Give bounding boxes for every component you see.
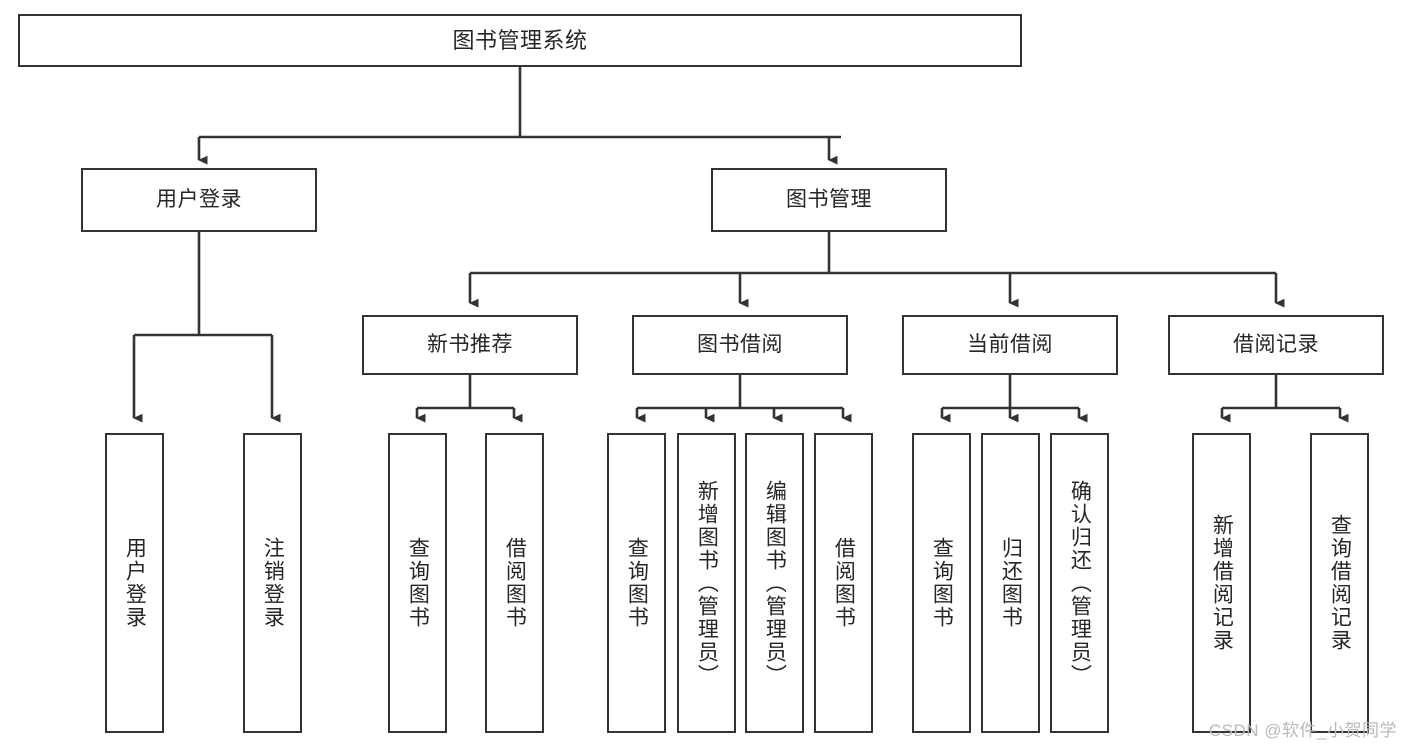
node-book-management-label: 图书管理 <box>786 187 872 211</box>
leaf-current-borrow-return[interactable]: 归还图书 <box>981 433 1040 733</box>
leaf-book-borrow-edit[interactable]: 编辑图书（管理员） <box>745 433 804 733</box>
leaf-label: 确认归还（管理员） <box>1068 479 1092 687</box>
leaf-user-login-login[interactable]: 用户登录 <box>105 433 164 733</box>
leaf-book-borrow-query[interactable]: 查询图书 <box>607 433 666 733</box>
node-borrow-record-label: 借阅记录 <box>1233 332 1319 356</box>
leaf-label: 用户登录 <box>123 537 147 629</box>
leaf-book-borrow-borrow[interactable]: 借阅图书 <box>814 433 873 733</box>
leaf-new-book-borrow[interactable]: 借阅图书 <box>485 433 544 733</box>
node-current-borrow[interactable]: 当前借阅 <box>902 315 1118 375</box>
leaf-label: 新增借阅记录 <box>1210 514 1234 652</box>
leaf-label: 借阅图书 <box>503 537 527 629</box>
leaf-user-login-logout[interactable]: 注销登录 <box>243 433 302 733</box>
leaf-label: 编辑图书（管理员） <box>763 479 787 687</box>
node-current-borrow-label: 当前借阅 <box>967 332 1053 356</box>
node-new-book-recommend-label: 新书推荐 <box>427 332 513 356</box>
leaf-label: 新增图书（管理员） <box>695 479 719 687</box>
node-new-book-recommend[interactable]: 新书推荐 <box>362 315 578 375</box>
node-user-login[interactable]: 用户登录 <box>81 168 317 232</box>
node-book-borrow-label: 图书借阅 <box>697 332 783 356</box>
node-borrow-record[interactable]: 借阅记录 <box>1168 315 1384 375</box>
node-root[interactable]: 图书管理系统 <box>18 14 1022 67</box>
leaf-label: 查询图书 <box>625 537 649 629</box>
leaf-label: 查询图书 <box>930 537 954 629</box>
node-book-management[interactable]: 图书管理 <box>711 168 947 232</box>
leaf-label: 查询借阅记录 <box>1328 514 1352 652</box>
leaf-new-book-query[interactable]: 查询图书 <box>388 433 447 733</box>
leaf-label: 注销登录 <box>261 537 285 629</box>
leaf-label: 归还图书 <box>999 537 1023 629</box>
node-book-borrow[interactable]: 图书借阅 <box>632 315 848 375</box>
leaf-borrow-record-query[interactable]: 查询借阅记录 <box>1310 433 1369 733</box>
watermark: CSDN @软件_小贺同学 <box>1208 721 1397 740</box>
node-user-login-label: 用户登录 <box>156 187 242 211</box>
node-root-label: 图书管理系统 <box>452 27 588 53</box>
leaf-borrow-record-add[interactable]: 新增借阅记录 <box>1192 433 1251 733</box>
leaf-book-borrow-add[interactable]: 新增图书（管理员） <box>677 433 736 733</box>
leaf-current-borrow-query[interactable]: 查询图书 <box>912 433 971 733</box>
leaf-current-borrow-confirm-return[interactable]: 确认归还（管理员） <box>1050 433 1109 733</box>
leaf-label: 借阅图书 <box>832 537 856 629</box>
leaf-label: 查询图书 <box>406 537 430 629</box>
